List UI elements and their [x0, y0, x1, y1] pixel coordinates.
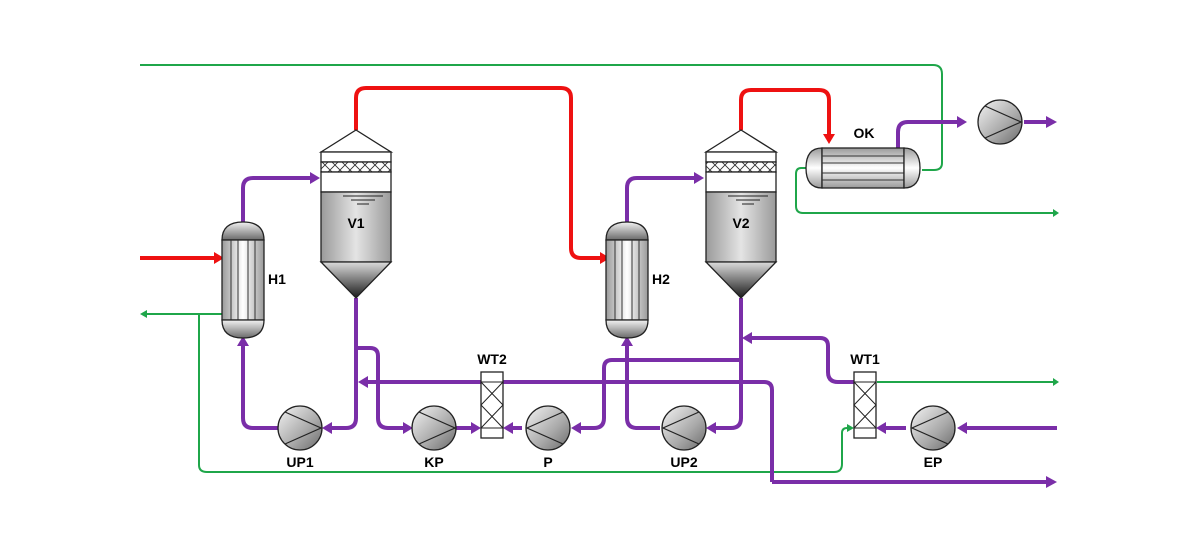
steam-arrows	[214, 134, 835, 264]
label-wt2: WT2	[477, 351, 507, 367]
cooling-water-lines	[140, 64, 1053, 473]
pump-p-icon	[525, 405, 571, 451]
label-v2: V2	[732, 215, 749, 231]
heat-exchanger-h1	[221, 221, 265, 339]
line-v2-to-up2	[715, 298, 743, 430]
line-v1-to-up1	[330, 298, 358, 430]
label-v1: V1	[347, 215, 364, 231]
evaporator-v2	[703, 129, 779, 299]
label-h1: H1	[268, 271, 286, 287]
label-wt1: WT1	[850, 351, 880, 367]
line-up1-to-h1	[241, 346, 278, 430]
product-lines	[241, 120, 1057, 484]
product-arrows	[237, 116, 1057, 488]
label-kp: KP	[424, 454, 443, 470]
heat-exchanger-h2	[605, 221, 649, 339]
label-up2: UP2	[670, 454, 697, 470]
cw-line-bottom-return	[198, 314, 849, 473]
line-up2-to-h2	[625, 346, 660, 430]
line-wt1-to-v2	[752, 336, 864, 384]
line-h2-to-v2	[625, 176, 695, 222]
pump-ep-icon	[910, 405, 956, 451]
pump-outlet-icon	[977, 99, 1023, 145]
label-h2: H2	[652, 271, 670, 287]
steam-lines	[140, 86, 831, 260]
label-up1: UP1	[286, 454, 313, 470]
label-ok: OK	[854, 125, 875, 141]
label-ep: EP	[924, 454, 943, 470]
vapor-v2-to-ok	[739, 88, 831, 135]
liquid-level-icon	[343, 195, 383, 205]
pump-up2-icon	[661, 405, 707, 451]
line-ok-to-pump	[896, 120, 958, 148]
line-v1-to-kp	[356, 346, 404, 430]
heat-exchanger-wt1	[853, 371, 877, 439]
line-v2-to-p	[580, 358, 741, 430]
cooling-water-arrows	[140, 166, 1059, 432]
label-p: P	[543, 454, 552, 470]
evaporator-v1	[318, 129, 394, 299]
condenser-ok	[805, 147, 921, 189]
heat-exchanger-wt2	[480, 371, 504, 439]
cw-line-ok-out	[795, 167, 1053, 214]
liquid-level-icon	[728, 195, 768, 205]
pump-kp-icon	[411, 405, 457, 451]
line-h1-to-v1	[241, 176, 311, 222]
cw-line-top-to-ok	[140, 64, 943, 171]
pump-up1-icon	[277, 405, 323, 451]
line-concentrate-return	[368, 380, 774, 482]
vapor-v1-to-h2	[354, 86, 601, 260]
